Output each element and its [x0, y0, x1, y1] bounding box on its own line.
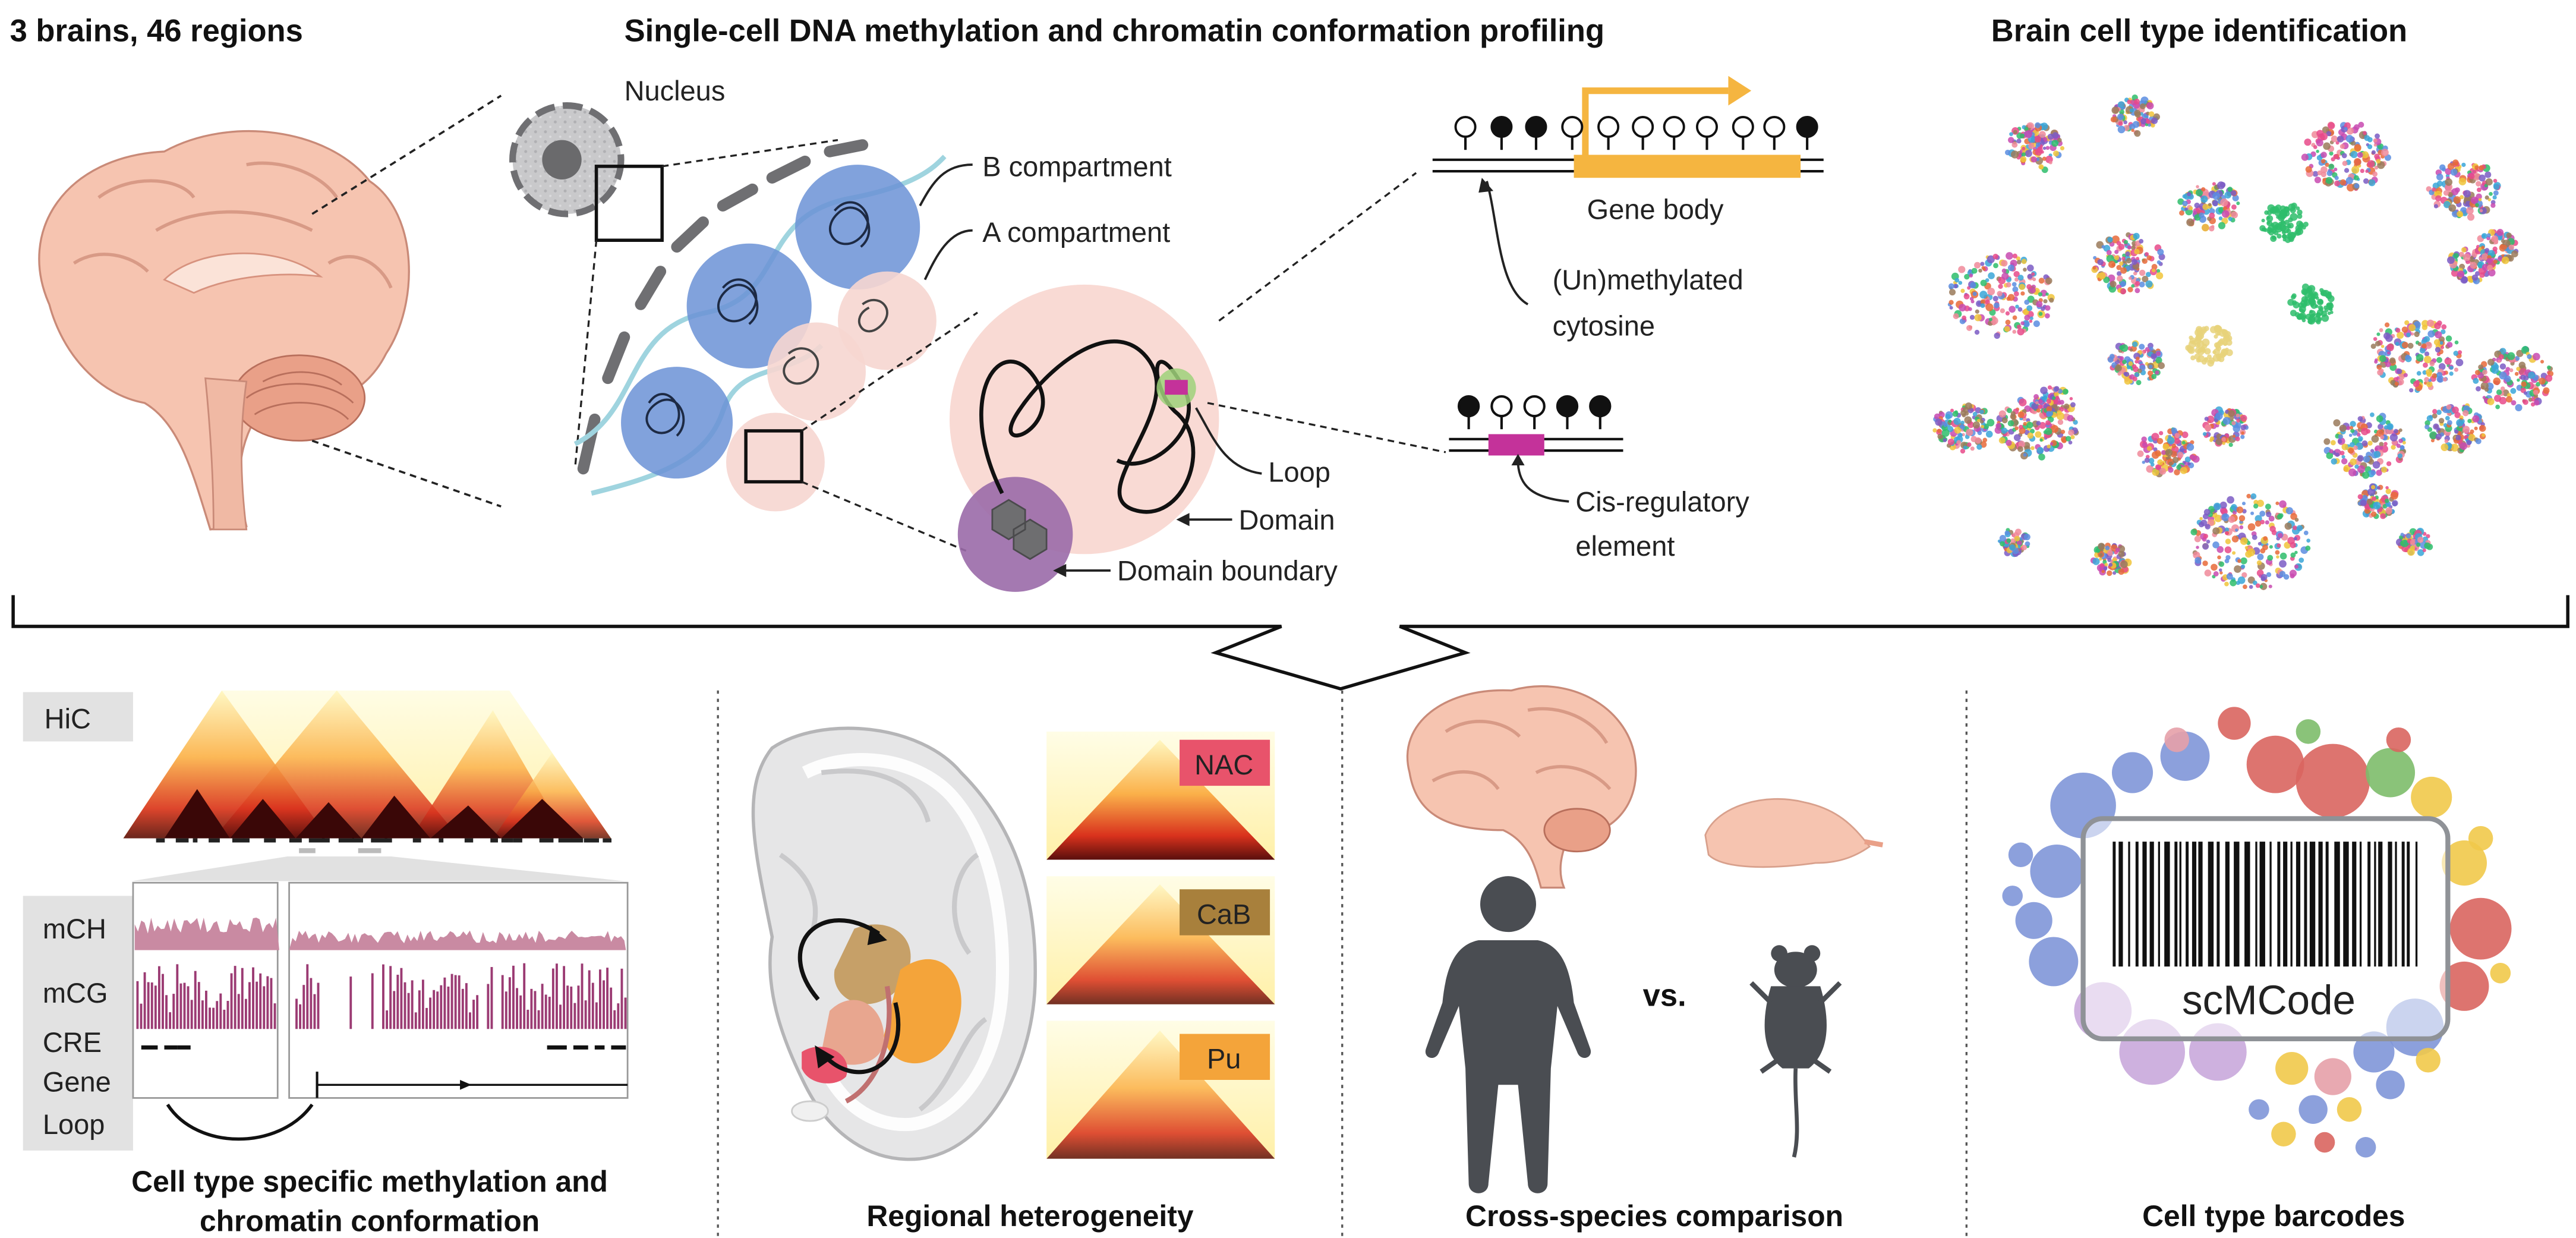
cytosine-label-line1: (Un)methylated: [1553, 264, 1743, 295]
zoom-line-top: [311, 94, 502, 215]
barcode-caption: Cell type barcodes: [2142, 1199, 2405, 1233]
domain-arrowhead: [1176, 513, 1190, 527]
barcode-bars: [2112, 842, 2418, 967]
mouse-silhouette-icon: [1749, 945, 1842, 1158]
cell-type-bubbles: [2002, 707, 2512, 1158]
chromatin-compartments: [573, 139, 947, 512]
domain-illustration: [949, 284, 1219, 592]
domain-boundary-arrowhead: [1053, 563, 1067, 578]
tracks-caption-line2: chromatin conformation: [200, 1204, 540, 1237]
cab-tag: [1180, 889, 1270, 935]
b-compartment-label: B compartment: [982, 150, 1172, 182]
nac-tag: [1180, 739, 1270, 786]
cab-label: CaB: [1197, 898, 1251, 930]
human-brain-icon: [1406, 685, 1637, 889]
nucleus-illustration: [509, 102, 664, 242]
loop-leader: [1195, 407, 1262, 475]
nucleus-label: Nucleus: [625, 75, 726, 106]
hic-contact-map: [123, 690, 625, 881]
heading-regions: 3 brains, 46 regions: [10, 14, 303, 49]
vs-label: vs.: [1643, 978, 1686, 1013]
gene-body-diagram: [1432, 75, 1824, 305]
cre-label-line2: element: [1575, 530, 1675, 562]
domain-boundary-label: Domain boundary: [1117, 555, 1338, 587]
zoom-line: [801, 481, 967, 552]
human-silhouette-icon: [1425, 876, 1591, 1193]
mch-track-label: mCH: [43, 913, 106, 944]
cre-track-label: CRE: [43, 1026, 102, 1058]
hic-track-label-bg: [23, 692, 133, 742]
zoom-line: [801, 311, 978, 432]
pu-tag: [1180, 1034, 1270, 1080]
zoom-line: [1218, 172, 1417, 322]
nac-label: NAC: [1194, 749, 1253, 780]
heading-profiling: Single-cell DNA methylation and chromati…: [625, 14, 1604, 49]
barcode-card: [2080, 816, 2451, 1042]
loop-label: Loop: [1268, 456, 1330, 488]
sagittal-brain-illustration: [38, 130, 410, 531]
zoom-line: [1207, 402, 1446, 453]
summary-bracket: [11, 595, 2569, 691]
a-compartment-label: A compartment: [982, 216, 1170, 248]
cre-label-line1: Cis-regulatory: [1575, 486, 1749, 517]
mcg-track-label: mCG: [43, 977, 108, 1009]
loop-track-label: Loop: [43, 1108, 105, 1140]
hic-track-label: HiC: [45, 703, 91, 734]
gene-body-label: Gene body: [1587, 193, 1724, 225]
genome-browser-tracks: [132, 881, 629, 1141]
domain-label: Domain: [1239, 504, 1335, 535]
heading-identification: Brain cell type identification: [1991, 14, 2407, 49]
pu-label: Pu: [1207, 1043, 1241, 1075]
barcode-label: scMCode: [2182, 976, 2356, 1023]
species-caption: Cross-species comparison: [1465, 1199, 1843, 1233]
cytosine-label-line2: cytosine: [1553, 310, 1655, 342]
b-compartment-leader: [919, 163, 973, 207]
coronal-brain-section: [751, 726, 1037, 1161]
cis-regulatory-diagram: [1449, 395, 1623, 503]
cell-type-embedding: [1932, 94, 2554, 590]
zoom-line: [661, 138, 838, 168]
tracks-caption-line1: Cell type specific methylation and: [131, 1165, 608, 1198]
gene-track-label: Gene: [43, 1066, 111, 1097]
zoom-line: [573, 240, 598, 469]
regional-caption: Regional heterogeneity: [866, 1199, 1193, 1233]
mouse-brain-icon: [1704, 798, 1884, 868]
a-compartment-leader: [923, 229, 973, 281]
track-labels-bg: [23, 896, 133, 1151]
zoom-line-bottom: [311, 439, 502, 508]
